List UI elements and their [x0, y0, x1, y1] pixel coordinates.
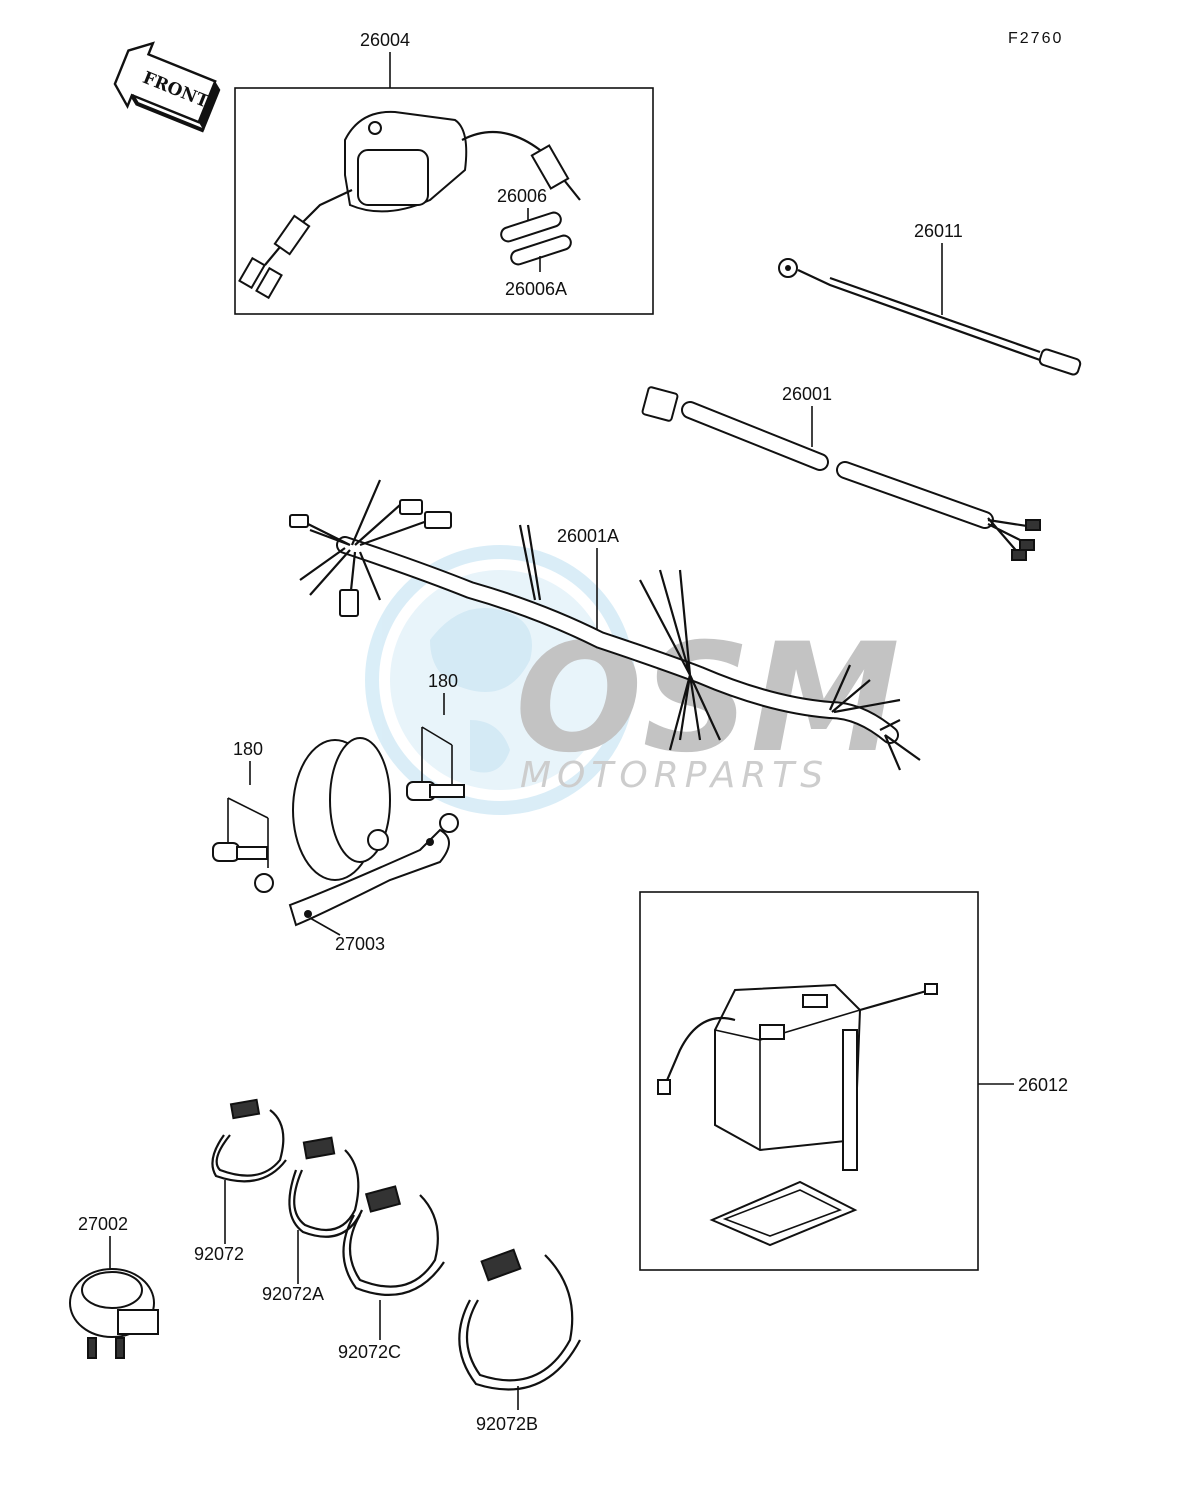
battery-tray	[709, 1180, 858, 1247]
screw-180-lower	[212, 842, 268, 862]
label-92072B: 92072B	[476, 1414, 538, 1434]
washer-upper	[439, 813, 459, 833]
band-92072B	[458, 1248, 581, 1391]
fuse-26006	[500, 211, 562, 243]
horn-27003	[288, 737, 450, 927]
label-180-upper: 180	[428, 671, 458, 691]
watermark-globe-icon	[365, 545, 635, 815]
label-27003: 27003	[335, 934, 385, 954]
label-180-lower: 180	[233, 739, 263, 759]
ground-cable-26011	[778, 258, 1082, 376]
label-92072C: 92072C	[338, 1342, 401, 1362]
screw-180-upper	[406, 781, 465, 801]
front-arrow-icon: FRONT	[113, 41, 221, 133]
label-26006A: 26006A	[505, 279, 567, 299]
battery-kit-frame	[639, 891, 979, 1271]
horn-button-27002	[69, 1268, 159, 1359]
battery-26012	[657, 983, 938, 1171]
band-92072A	[288, 1136, 364, 1238]
label-26006: 26006	[497, 186, 547, 206]
diagram-code: F2760	[1008, 30, 1063, 47]
watermark-tagline: MOTORPARTS	[520, 755, 829, 796]
label-26004: 26004	[360, 30, 410, 50]
band-92072C	[342, 1185, 445, 1296]
washer-lower	[254, 873, 274, 893]
label-26011: 26011	[914, 221, 963, 241]
fuse-26006A	[510, 234, 572, 266]
igniter-unit	[238, 110, 581, 300]
wire-harness-26001	[641, 386, 1041, 561]
label-27002: 27002	[78, 1214, 128, 1234]
label-92072A: 92072A	[262, 1284, 324, 1304]
igniter-kit-frame	[234, 87, 654, 315]
label-26001A: 26001A	[557, 526, 619, 546]
label-26001: 26001	[782, 384, 832, 404]
label-26012: 26012	[1018, 1075, 1068, 1095]
band-92072	[211, 1098, 287, 1183]
label-92072: 92072	[194, 1244, 244, 1264]
main-harness-26001A	[289, 479, 921, 771]
